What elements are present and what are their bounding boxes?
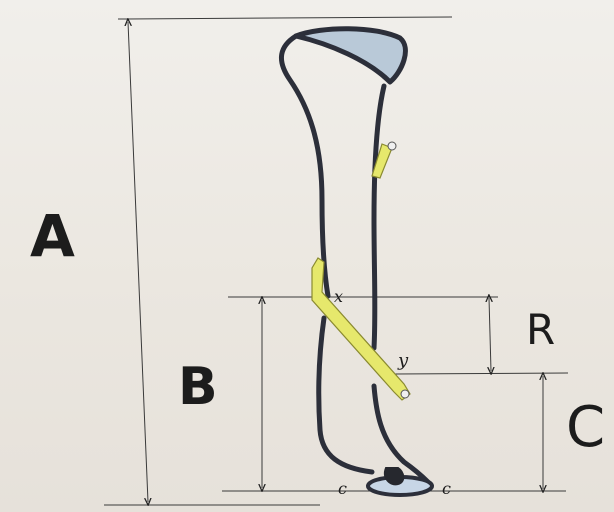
- label-b: B: [178, 357, 218, 417]
- top-reference-line: [118, 17, 452, 19]
- label-c-left: c: [338, 479, 347, 498]
- label-x: x: [334, 287, 343, 306]
- bone-right-wall-lower: [374, 386, 428, 482]
- distal-marker: [385, 468, 403, 484]
- bone-left-wall: [281, 36, 328, 296]
- proximal-cartilage: [296, 29, 405, 82]
- label-a: A: [30, 202, 75, 270]
- upper-wire-tip: [388, 142, 396, 150]
- label-c: C: [566, 395, 605, 460]
- dimension-arrow-r: [489, 298, 491, 371]
- label-y: y: [397, 350, 409, 371]
- y-level-line: [395, 373, 568, 374]
- bone-right-wall: [374, 86, 384, 348]
- dimension-arrow-a: [128, 22, 148, 502]
- oblique-wire-end: [401, 390, 409, 398]
- label-r: R: [526, 305, 555, 354]
- label-c-right: c: [442, 479, 451, 498]
